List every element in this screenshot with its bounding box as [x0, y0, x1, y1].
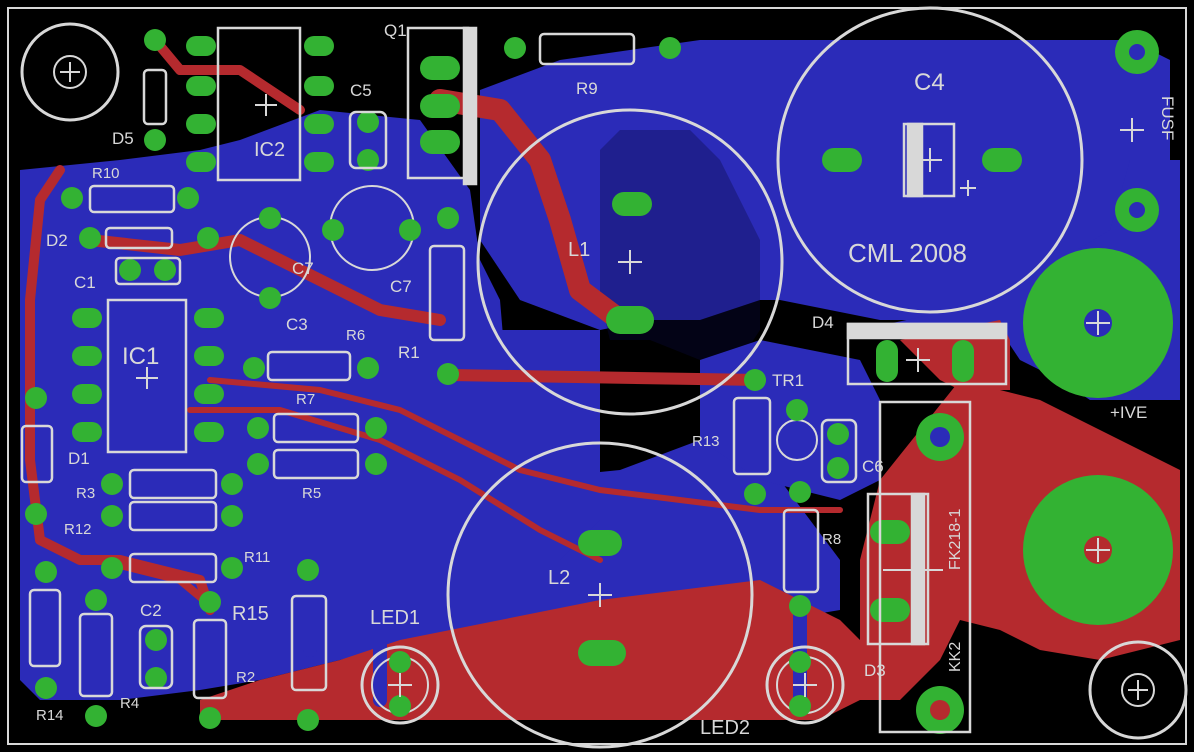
mounting-hole-top-left — [20, 22, 120, 122]
l1-outline — [476, 108, 784, 416]
label-ive: +IVE — [1110, 403, 1147, 422]
label-r7: R7 — [296, 391, 315, 408]
label-c4: C4 — [914, 69, 945, 96]
label-d1: D1 — [68, 449, 90, 468]
label-c3: C3 — [286, 315, 308, 334]
label-d4: D4 — [812, 313, 834, 332]
label-r1: R1 — [398, 343, 420, 362]
label-tr1: TR1 — [772, 371, 804, 390]
label-l1: L1 — [568, 239, 590, 261]
label-d2: D2 — [46, 231, 68, 250]
label-c2: C2 — [140, 601, 162, 620]
label-fk218: FK218-1 — [947, 509, 964, 570]
label-r14: R14 — [36, 707, 64, 724]
label-r11: R11 — [244, 549, 270, 566]
silkscreen-labels: Q1 R9 C4 FUSF C5 IC2 D5 R10 D2 C1 C7 C7 … — [36, 21, 1177, 739]
label-fusf: FUSF — [1158, 96, 1177, 140]
label-r13: R13 — [692, 433, 720, 450]
label-kk2: KK2 — [947, 642, 964, 672]
label-d3: D3 — [864, 661, 886, 680]
label-r9: R9 — [576, 79, 598, 98]
label-c7-top: C7 — [292, 259, 314, 278]
ic-pads — [72, 36, 334, 442]
label-c1: C1 — [74, 273, 96, 292]
mounting-hole-bottom-right — [1088, 640, 1188, 740]
label-q1: Q1 — [384, 21, 407, 40]
label-r2: R2 — [236, 669, 255, 686]
label-led1: LED1 — [370, 607, 420, 629]
label-r3: R3 — [76, 485, 95, 502]
label-l2: L2 — [548, 567, 570, 589]
label-r5: R5 — [302, 485, 321, 502]
label-r15: R15 — [232, 603, 269, 625]
label-c5: C5 — [350, 81, 372, 100]
small-pads — [25, 29, 849, 731]
board-outline — [7, 7, 1187, 745]
oval-pads — [420, 56, 1022, 666]
label-r12: R12 — [64, 521, 92, 538]
label-r8: R8 — [822, 531, 841, 548]
label-ic2: IC2 — [254, 139, 285, 161]
c4-outline — [776, 6, 1084, 314]
label-led2: LED2 — [700, 717, 750, 739]
origin-markers — [60, 62, 1148, 700]
label-ic1: IC1 — [122, 343, 159, 370]
label-r4: R4 — [120, 695, 139, 712]
label-d5: D5 — [112, 129, 134, 148]
label-c7: C7 — [390, 277, 412, 296]
label-r6: R6 — [346, 327, 365, 344]
label-board-mark: CML 2008 — [848, 238, 967, 268]
label-c6: C6 — [862, 457, 884, 476]
label-r10: R10 — [92, 165, 120, 182]
l2-outline — [446, 441, 754, 749]
